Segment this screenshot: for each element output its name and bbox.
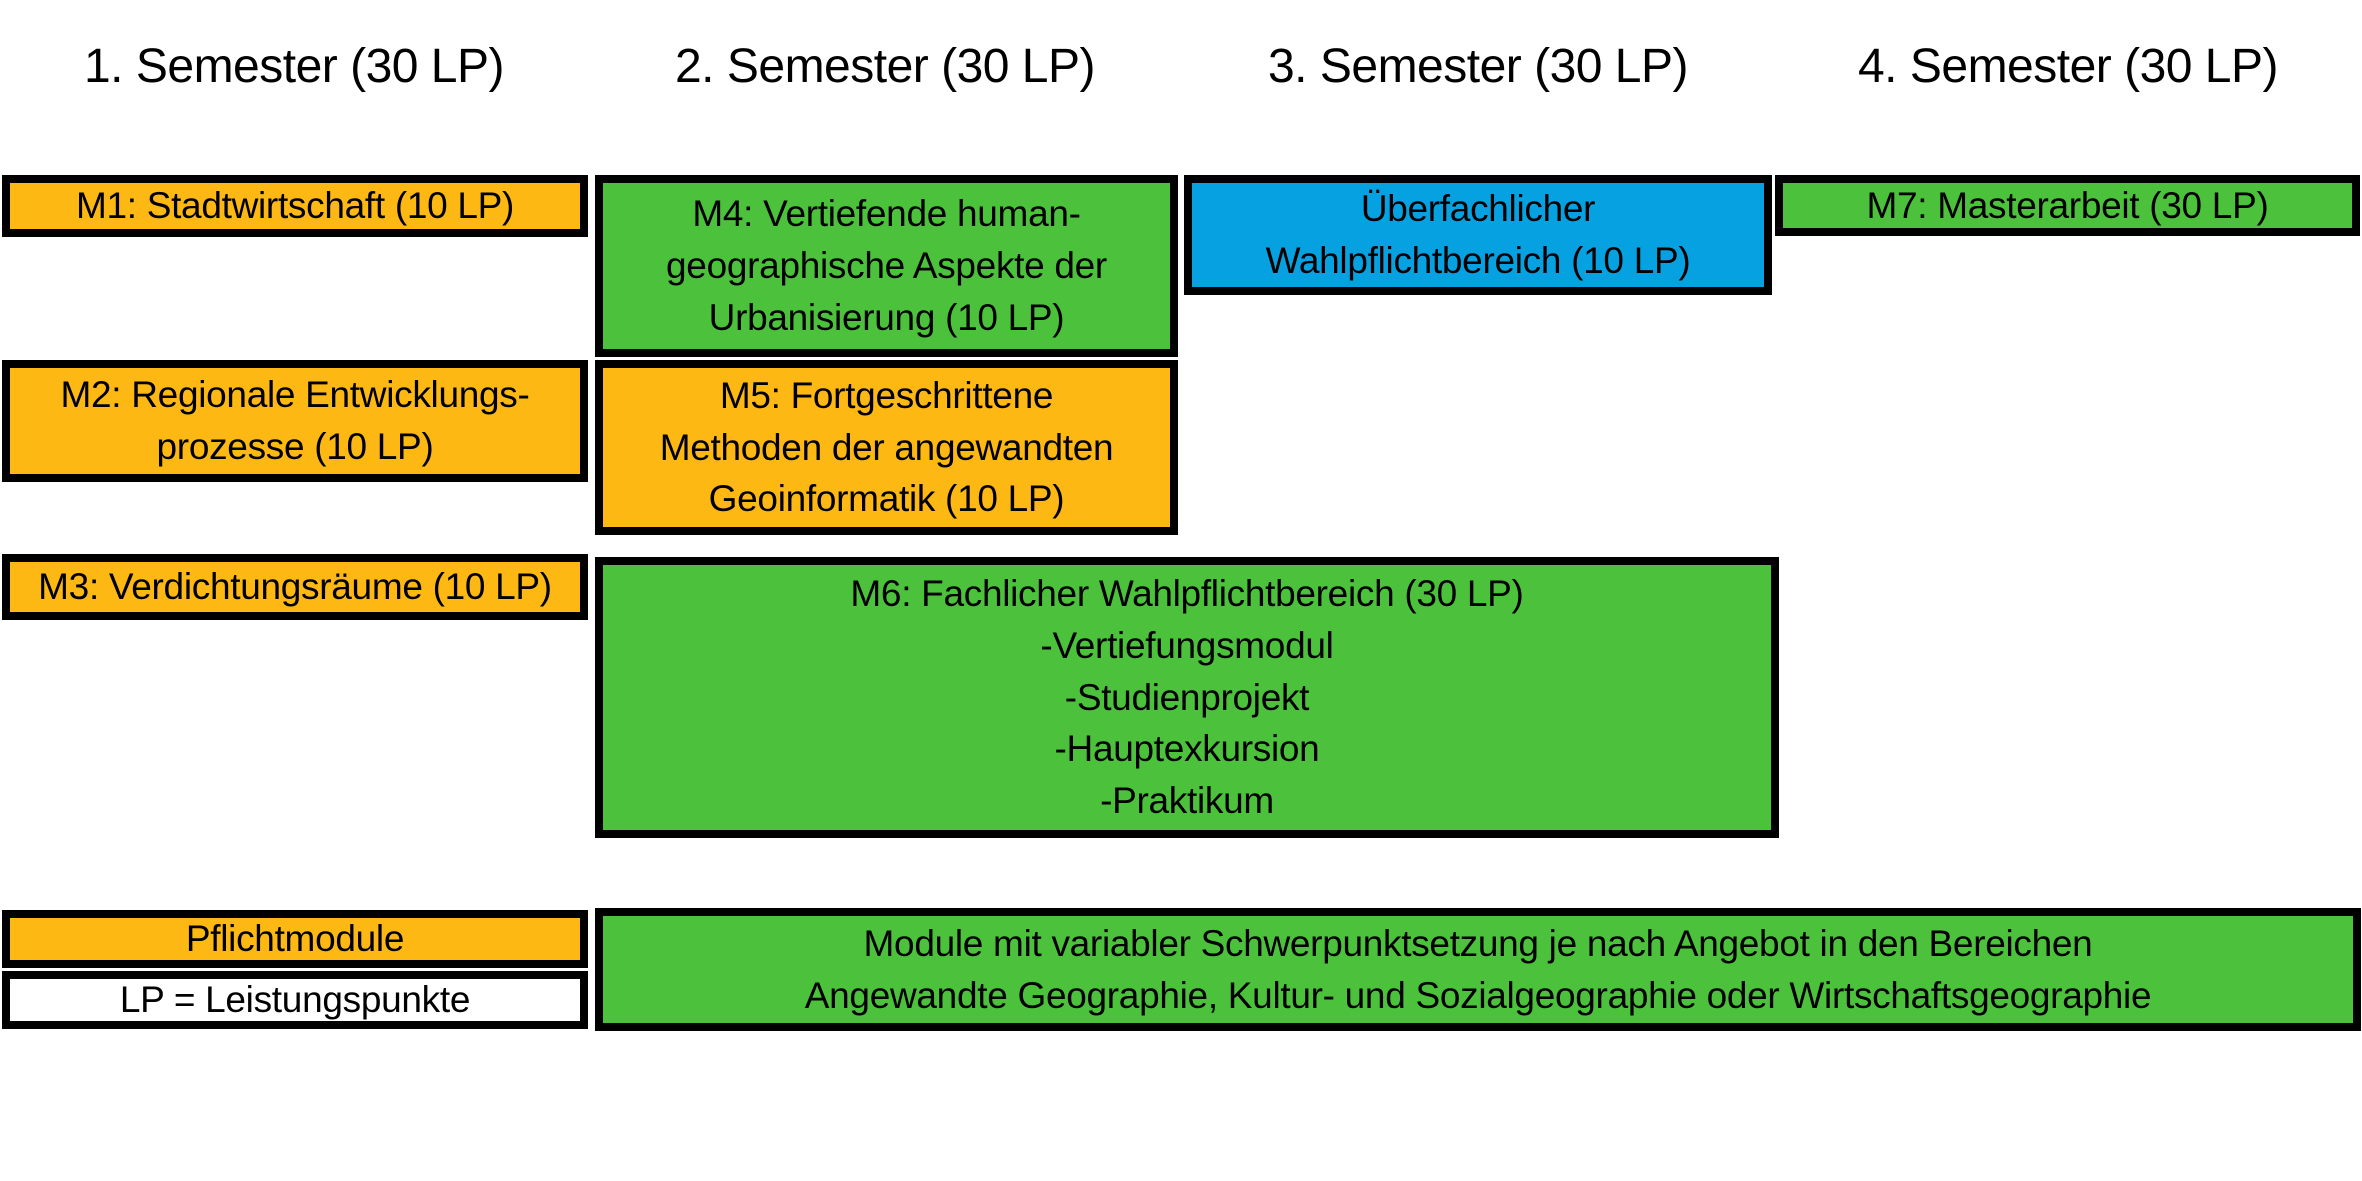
legend-lp-definition: LP = Leistungspunkte bbox=[2, 971, 588, 1029]
module-m3-verdichtungsraeume: M3: Verdichtungsräume (10 LP) bbox=[2, 554, 588, 620]
module-m4-humangeographische-aspekte: M4: Vertiefende human- geographische Asp… bbox=[595, 175, 1178, 357]
semester-4-header: 4. Semester (30 LP) bbox=[1857, 39, 2279, 93]
module-m7-masterarbeit: M7: Masterarbeit (30 LP) bbox=[1775, 175, 2360, 236]
legend-pflichtmodule: Pflichtmodule bbox=[2, 910, 588, 968]
module-m2-regionale-entwicklungsprozesse: M2: Regionale Entwicklungs- prozesse (10… bbox=[2, 360, 588, 482]
module-m6-fachlicher-wahlpflichtbereich: M6: Fachlicher Wahlpflichtbereich (30 LP… bbox=[595, 557, 1779, 838]
legend-wahlmodule: Module mit variabler Schwerpunktsetzung … bbox=[595, 908, 2361, 1031]
semester-2-header: 2. Semester (30 LP) bbox=[674, 39, 1096, 93]
semester-1-header: 1. Semester (30 LP) bbox=[83, 39, 505, 93]
semester-3-header: 3. Semester (30 LP) bbox=[1267, 39, 1689, 93]
module-ueberfachlicher-wahlpflichtbereich: Überfachlicher Wahlpflichtbereich (10 LP… bbox=[1184, 175, 1772, 295]
module-m1-stadtwirtschaft: M1: Stadtwirtschaft (10 LP) bbox=[2, 175, 588, 237]
module-m5-methoden-geoinformatik: M5: Fortgeschrittene Methoden der angewa… bbox=[595, 360, 1178, 535]
